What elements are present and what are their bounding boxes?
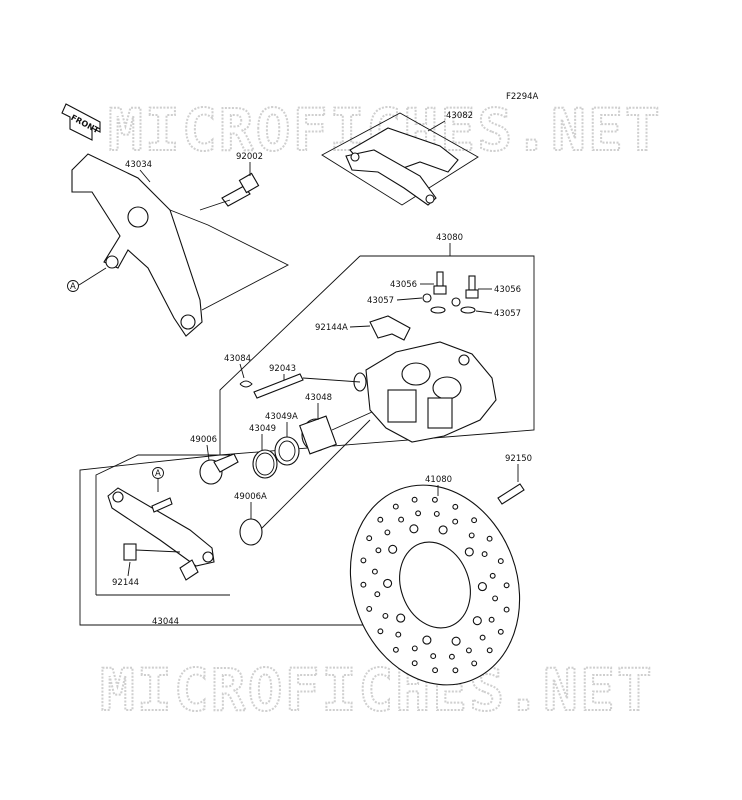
disc-hole <box>383 578 393 588</box>
ref-mark-a-bottom-text: A <box>155 469 161 479</box>
disc-hole <box>486 647 493 654</box>
label-43057-left: 43057 <box>367 296 394 306</box>
disc-hole <box>409 524 419 534</box>
label-49006: 49006 <box>190 435 217 445</box>
disc-hole <box>471 660 478 667</box>
piston-43048: 43048 <box>299 393 373 455</box>
disc-hole <box>497 558 504 565</box>
disc-hole <box>382 612 389 619</box>
disc-hole <box>468 532 475 539</box>
label-43049a: 43049A <box>265 412 298 422</box>
disc-hole <box>432 667 439 674</box>
label-92150: 92150 <box>505 454 532 464</box>
disc-hole <box>465 647 472 654</box>
disc-holes <box>360 496 510 674</box>
disc-hole <box>438 525 448 535</box>
label-49006a: 49006A <box>234 492 267 502</box>
label-43048: 43048 <box>305 393 332 403</box>
disc-hole <box>360 557 367 564</box>
disc-hole <box>481 551 488 558</box>
disc-hole <box>431 496 438 503</box>
label-43082: 43082 <box>446 111 473 121</box>
disc-hole <box>398 516 405 523</box>
disc-hole <box>392 646 399 653</box>
caliper-body <box>353 341 497 443</box>
seal-43049a: 43049A <box>265 412 300 466</box>
disc-hole <box>377 516 384 523</box>
bleed-valves: 43056 43056 43057 43057 <box>367 271 521 319</box>
pin-92043: 92043 43084 <box>224 354 361 399</box>
label-92144: 92144 <box>112 578 139 588</box>
brake-pads-group: 43082 <box>321 111 479 206</box>
disc-hole <box>503 582 510 589</box>
front-arrow-icon: FRONT <box>61 103 101 141</box>
disc-hole <box>392 503 399 510</box>
disc-hole <box>452 667 459 674</box>
disc-hole <box>497 628 504 635</box>
disc-hole <box>471 517 478 524</box>
label-43034: 43034 <box>125 160 152 170</box>
disc-hole <box>464 547 474 557</box>
clip-43084 <box>239 380 253 388</box>
pad-spring-92144a: 92144A <box>315 315 411 341</box>
label-92144a: 92144A <box>315 323 348 333</box>
label-43057-right: 43057 <box>494 309 521 319</box>
disc-hole <box>384 529 391 536</box>
boot-49006: 49006 <box>190 435 239 485</box>
watermark-bottom: MICROFICHES.NET <box>100 656 654 724</box>
seal-43049: 43049 <box>249 424 278 479</box>
disc-hole <box>395 631 402 638</box>
disc-hole <box>488 616 495 623</box>
ref-mark-a-top-text: A <box>70 282 76 292</box>
disc-hole <box>433 510 440 517</box>
disc-hole <box>452 503 459 510</box>
disc-hole <box>371 568 378 575</box>
disc-hole <box>422 635 432 645</box>
disc-hole <box>430 653 437 660</box>
disc-hole <box>472 616 482 626</box>
diagram-code: F2294A <box>506 92 539 102</box>
bracket-43044: 43044 A <box>95 454 230 627</box>
disc-hole <box>366 535 373 542</box>
bolt-92150: 92150 <box>497 454 532 505</box>
disc-hole <box>377 628 384 635</box>
disc-hole <box>396 613 406 623</box>
disc-hole <box>486 535 493 542</box>
disc-hole <box>366 605 373 612</box>
brake-disc-41080: 41080 <box>349 475 521 686</box>
disc-hole <box>374 591 381 598</box>
disc-hole <box>411 645 418 652</box>
bolt-92002: 92002 <box>169 152 289 311</box>
disc-hole <box>451 636 461 646</box>
disc-hole <box>492 595 499 602</box>
disc-hole <box>452 518 459 525</box>
disc-hole <box>415 510 422 517</box>
label-92043: 92043 <box>269 364 296 374</box>
bracket-43034: 43034 A <box>67 153 203 337</box>
disc-hole <box>411 496 418 503</box>
label-43084: 43084 <box>224 354 251 364</box>
boot-49006a: 49006A <box>234 419 371 546</box>
label-43056-right: 43056 <box>494 285 521 295</box>
pad-spring-92144: 92144 <box>112 543 181 588</box>
disc-hole <box>448 653 455 660</box>
ref-mark-a-top <box>67 280 79 292</box>
label-41080: 41080 <box>425 475 452 485</box>
label-43056-left: 43056 <box>390 280 417 290</box>
disc-hole <box>388 544 398 554</box>
disc-hole <box>489 572 496 579</box>
label-43080: 43080 <box>436 233 463 243</box>
disc-hole <box>360 581 367 588</box>
ref-mark-a-bottom <box>152 467 164 479</box>
disc-hole <box>503 606 510 613</box>
label-92002: 92002 <box>236 152 263 162</box>
disc-hole <box>375 547 382 554</box>
label-43049: 43049 <box>249 424 276 434</box>
disc-hole <box>479 634 486 641</box>
label-43044: 43044 <box>152 617 179 627</box>
disc-hole <box>411 660 418 667</box>
disc-hole <box>477 582 487 592</box>
